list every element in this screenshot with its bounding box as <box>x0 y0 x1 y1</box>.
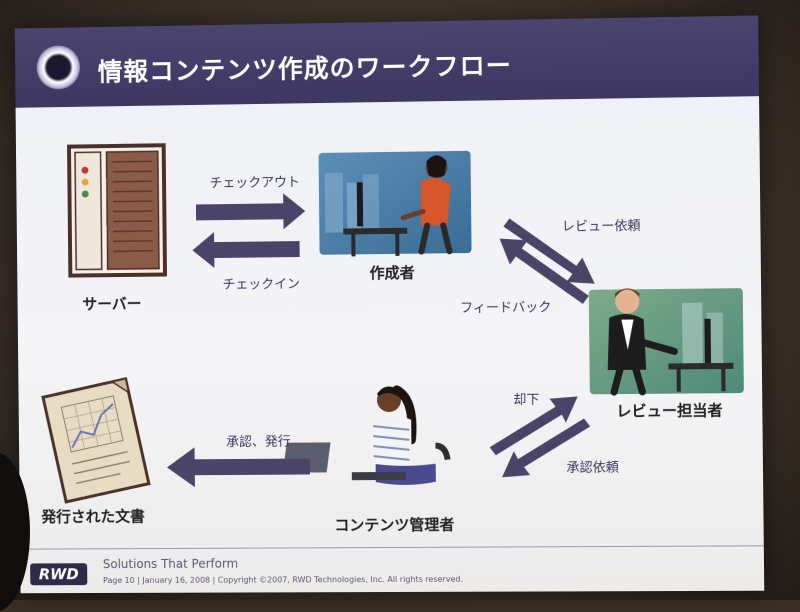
rwd-logo: RWD <box>30 563 87 585</box>
edge-label-approve-publish: 承認、発行 <box>226 431 291 450</box>
checkout-arrow <box>196 193 306 230</box>
footer-tagline: Solutions That Perform <box>103 557 238 571</box>
footer-copyright: Page 10 | January 16, 2008 | Copyright ©… <box>103 575 463 585</box>
node-label-author: 作成者 <box>370 262 415 284</box>
edge-label-checkin: チェックイン <box>222 273 300 293</box>
node-label-published: 発行された文書 <box>41 505 145 526</box>
server-rack-icon <box>69 145 165 275</box>
checkin-arrow <box>192 231 300 268</box>
edge-label-checkout: チェックアウト <box>209 171 300 191</box>
edge-label-approval-request: 承認依頼 <box>566 456 619 475</box>
edge-label-reject: 却下 <box>513 389 539 408</box>
author-at-desk-icon <box>319 151 472 257</box>
reviewer-at-desk-icon <box>589 287 744 394</box>
node-label-manager: コンテンツ管理者 <box>334 514 454 536</box>
node-label-reviewer: レビュー担当者 <box>616 399 723 421</box>
document-chart-icon <box>43 379 149 502</box>
presentation-slide: 情報コンテンツ作成のワークフロー <box>15 15 765 593</box>
edge-label-review-request: レビュー依頼 <box>562 215 641 235</box>
node-label-server: サーバー <box>82 293 141 314</box>
edge-label-feedback: フィードバック <box>460 296 551 316</box>
